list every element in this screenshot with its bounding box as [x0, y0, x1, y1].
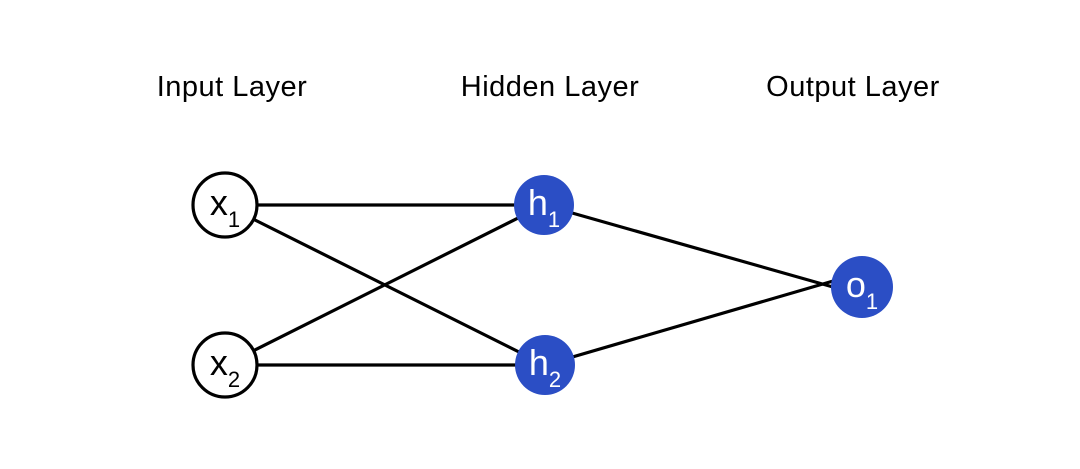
node-h1	[514, 175, 574, 235]
node-label-h1: h1	[528, 182, 560, 232]
layer-label-input: Input Layer	[157, 71, 308, 103]
node-label-h2: h2	[529, 342, 561, 392]
edge-h2-o1	[544, 277, 841, 367]
node-o1	[831, 256, 893, 318]
layer-label-output: Output Layer	[766, 71, 940, 103]
node-h2	[515, 335, 575, 395]
node-x2	[191, 331, 259, 399]
node-label-o1: o1	[846, 264, 878, 314]
node-label-x2: x2	[210, 342, 240, 392]
edge-h1-o1	[543, 203, 841, 291]
node-x1	[191, 171, 259, 239]
edge-x2-h1	[224, 203, 545, 367]
layer-label-hidden: Hidden Layer	[461, 71, 640, 103]
node-label-x1: x1	[210, 182, 240, 232]
